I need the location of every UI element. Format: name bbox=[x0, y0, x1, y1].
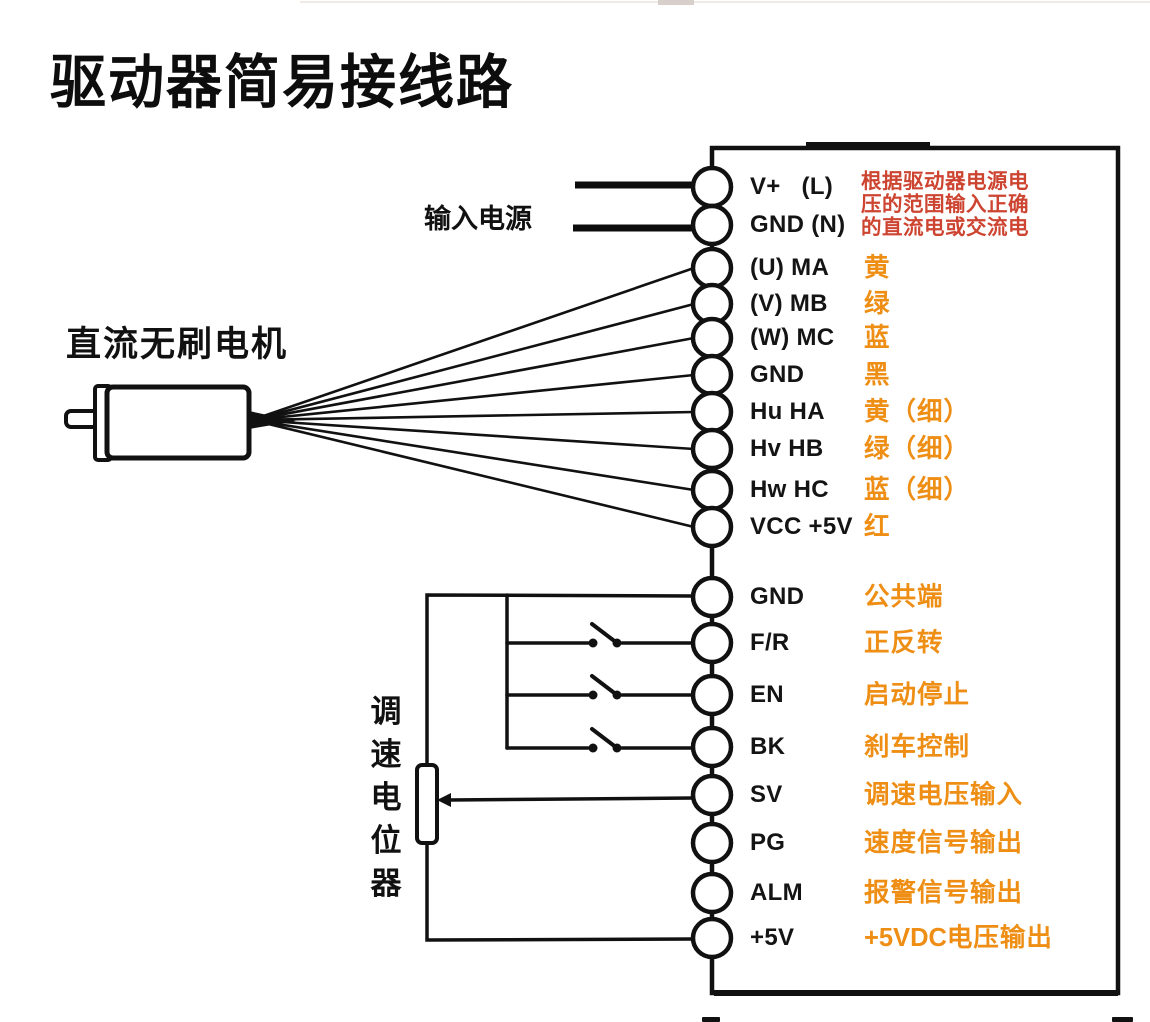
terminal-pin-label: Hv HB bbox=[750, 435, 824, 462]
gnd-bus-wire bbox=[425, 593, 695, 768]
motor-label: 直流无刷电机 bbox=[66, 325, 289, 364]
motor-symbol bbox=[64, 384, 296, 462]
bottom-crop-remnant bbox=[1112, 1017, 1133, 1022]
terminal-note-label: 绿（细） bbox=[864, 435, 971, 463]
potentiometer-label: 调速电位器 bbox=[366, 690, 406, 905]
terminal-pin-label: (U) MA bbox=[750, 254, 830, 281]
terminal-circle bbox=[690, 505, 734, 549]
terminal-note-label: 黑 bbox=[864, 361, 891, 389]
terminal-note-label: 蓝 bbox=[864, 324, 891, 352]
terminal-pin-label: (W) MC bbox=[750, 324, 835, 351]
bottom-crop-remnant bbox=[702, 1017, 720, 1022]
terminal-circle bbox=[690, 390, 734, 434]
terminal-circle bbox=[690, 621, 734, 665]
terminal-pin-label: GND (N) bbox=[750, 211, 846, 238]
terminal-note-label: 黄 bbox=[864, 254, 891, 282]
terminal-note-strong: +5VDC bbox=[864, 924, 947, 952]
motor-phase-wire bbox=[251, 266, 695, 422]
terminal-pin-label: BK bbox=[750, 733, 786, 760]
driver-box-top-thick-segment bbox=[806, 142, 930, 150]
terminal-circle bbox=[690, 427, 734, 471]
terminal-pin-label: SV bbox=[750, 781, 783, 808]
potentiometer-label-char: 位 bbox=[370, 823, 402, 858]
top-crop-smudge bbox=[658, 0, 694, 5]
terminal-note-label: 正反转 bbox=[864, 629, 944, 657]
motor-phase-wire bbox=[251, 302, 695, 422]
terminal-pin-label: GND bbox=[750, 361, 805, 388]
terminal-note-label: +5VDC电压输出 bbox=[864, 924, 1053, 952]
terminal-note-label: 红 bbox=[864, 513, 891, 541]
potentiometer-label-char: 调 bbox=[370, 694, 402, 729]
terminal-circle bbox=[690, 165, 734, 209]
terminal-circle bbox=[690, 821, 734, 865]
motor-phase-wire bbox=[251, 373, 695, 422]
terminal-circle bbox=[690, 316, 734, 360]
terminal-pin-label: VCC +5V bbox=[750, 513, 853, 540]
terminal-pin-label: F/R bbox=[750, 629, 790, 656]
motor-phase-wire bbox=[251, 418, 695, 529]
terminal-circle bbox=[690, 773, 734, 817]
terminal-note-label: 刹车控制 bbox=[864, 733, 971, 761]
potentiometer-label-char: 电 bbox=[370, 780, 402, 815]
terminal-pin-label: ALM bbox=[750, 879, 803, 906]
terminal-pin-label: +5V bbox=[750, 924, 795, 951]
motor-phase-wire bbox=[251, 336, 695, 422]
terminal-pin-label: Hw HC bbox=[750, 476, 829, 503]
en-switch bbox=[588, 674, 622, 700]
terminal-circle bbox=[690, 575, 734, 619]
motor-phase-wire bbox=[251, 410, 695, 422]
terminal-note-label: 黄（细） bbox=[864, 398, 971, 426]
terminal-note-label: 蓝（细） bbox=[864, 476, 971, 504]
terminal-circle bbox=[690, 871, 734, 915]
toggle-switches bbox=[588, 622, 622, 753]
top-crop-remnant bbox=[300, 1, 1150, 3]
sv-wiper-wire bbox=[447, 796, 695, 802]
terminal-pin-label: GND bbox=[750, 583, 805, 610]
terminal-note-label: 启动停止 bbox=[864, 681, 971, 709]
terminal-circles bbox=[690, 165, 734, 960]
terminal-circle bbox=[690, 916, 734, 960]
terminal-circle bbox=[690, 468, 734, 512]
potentiometer-label-char: 速 bbox=[370, 737, 402, 772]
terminal-pin-label: EN bbox=[750, 681, 784, 708]
terminal-circle bbox=[690, 353, 734, 397]
bk-switch bbox=[588, 727, 622, 753]
terminal-circle bbox=[690, 203, 734, 247]
input-power-label: 输入电源 bbox=[424, 204, 532, 234]
potentiometer-symbol bbox=[415, 763, 451, 845]
terminal-note-label: 公共端 bbox=[864, 583, 944, 611]
terminal-pin-label: (V) MB bbox=[750, 290, 828, 317]
motor-phase-wire bbox=[251, 418, 695, 451]
fr-switch bbox=[588, 622, 622, 648]
page-title: 驱动器简易接线路 bbox=[50, 49, 514, 116]
potentiometer-label-char: 器 bbox=[370, 866, 402, 901]
terminal-circle bbox=[690, 725, 734, 769]
plus5v-wire bbox=[425, 840, 695, 942]
potentiometer-wiper-arrow bbox=[437, 793, 451, 807]
terminal-circle bbox=[690, 246, 734, 290]
terminal-pin-label: Hu HA bbox=[750, 398, 825, 425]
terminal-note-label: 调速电压输入 bbox=[864, 781, 1024, 809]
terminal-note-label: 速度信号输出 bbox=[864, 829, 1024, 857]
control-circuit-wires bbox=[425, 593, 695, 942]
terminal-circle bbox=[690, 673, 734, 717]
motor-phase-wires bbox=[251, 266, 695, 529]
terminal-note-label: 绿 bbox=[864, 290, 891, 318]
terminal-note-label: 报警信号输出 bbox=[864, 879, 1024, 907]
motor-phase-wire bbox=[251, 418, 695, 492]
terminal-pin-label: PG bbox=[750, 829, 786, 856]
terminal-pin-label: V+ (L) bbox=[750, 173, 834, 200]
potentiometer-body bbox=[415, 763, 439, 845]
power-voltage-note: 根据驱动器电源电 压的范围输入正确 的直流电或交流电 bbox=[861, 170, 1029, 239]
motor-body bbox=[104, 384, 252, 461]
